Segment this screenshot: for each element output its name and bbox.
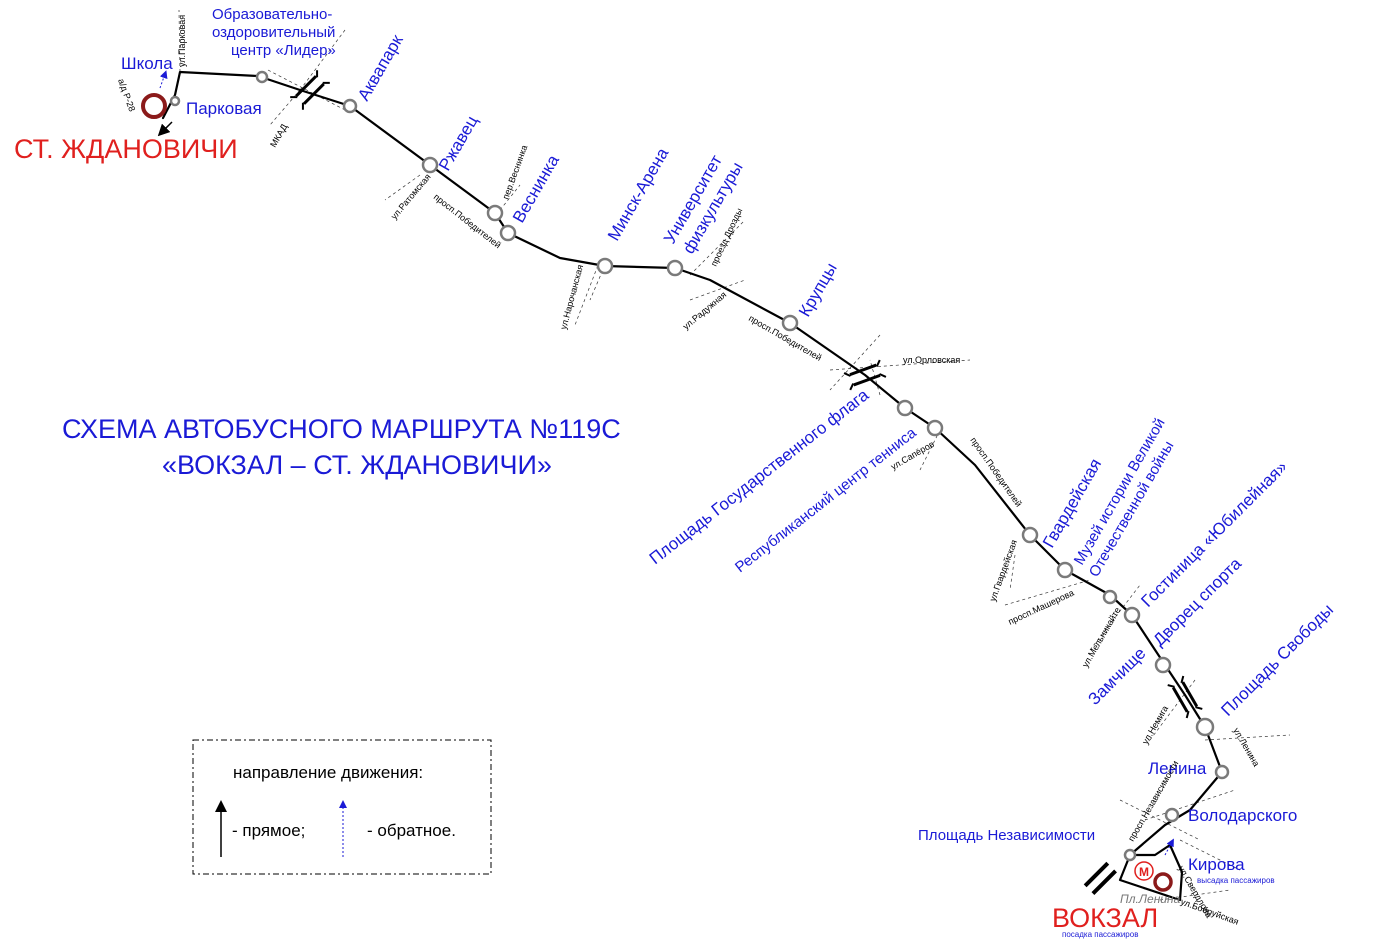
stop-lider <box>255 70 269 84</box>
map-title-line1: СХЕМА АВТОБУСНОГО МАРШРУТА №119С <box>62 414 621 444</box>
stop-lenina <box>1214 764 1230 780</box>
kirova-alighting-label: высадка пассажиров <box>1197 876 1275 885</box>
stop-gvardeyskaya <box>1021 526 1039 544</box>
arrow-backward-zhd <box>159 70 168 89</box>
street-nemiga: ул.Немига <box>1140 704 1170 746</box>
vokzal-boarding-label: посадка пассажиров <box>1062 930 1138 939</box>
stop-minsk-arena <box>596 257 614 275</box>
metro-letter: М <box>1139 865 1149 879</box>
stop-pl-nezavisimosti <box>1123 848 1137 862</box>
arrow-forward-zhd <box>157 121 173 137</box>
stop-univer <box>666 259 684 277</box>
metro-icon: М <box>1134 861 1154 881</box>
stop-pl-svobody <box>1195 717 1215 737</box>
label-lider-3: центр «Лидер» <box>231 42 336 59</box>
label-parkovaya: Парковая <box>186 99 262 118</box>
stop-muzey <box>1056 561 1074 579</box>
label-shkola: Школа <box>121 54 173 73</box>
stop-vesninka-2 <box>499 224 517 242</box>
label-lider-2: оздоровительный <box>212 24 335 41</box>
label-minsk-arena: Минск-Арена <box>604 144 673 244</box>
label-lenina: Ленина <box>1148 759 1207 778</box>
route-line <box>161 70 1224 902</box>
stop-gos-flag <box>896 399 914 417</box>
label-volodarskogo: Володарского <box>1188 806 1297 825</box>
terminal-vokzal-label: ВОКЗАЛ <box>1052 903 1158 933</box>
street-ratomskaya: ул.Ратомская <box>389 172 433 222</box>
interchange-orlovskaya-icon <box>843 359 887 391</box>
label-lider-1: Образовательно- <box>212 6 332 23</box>
label-pl-nezavisimosti: Площадь Независимости <box>918 827 1095 844</box>
legend-backward: - обратное. <box>367 821 456 840</box>
street-melnikayte: ул.Мельникайте <box>1080 606 1122 669</box>
stop-akvapark <box>342 98 358 114</box>
label-kirova: Кирова <box>1188 855 1245 874</box>
legend: направление движения: - прямое; - обратн… <box>192 739 492 875</box>
map-title-line2: «ВОКЗАЛ – СТ. ЖДАНОВИЧИ» <box>162 450 552 480</box>
stop-dvorec <box>1123 606 1141 624</box>
label-pl-svobody: Площадь Свободы <box>1217 600 1337 720</box>
terminal-zhdanovichi-label: СТ. ЖДАНОВИЧИ <box>14 134 238 164</box>
legend-box <box>192 739 492 875</box>
stop-krupcy <box>781 314 799 332</box>
street-masherova: просп.Машерова <box>1007 588 1076 627</box>
legend-forward: - прямое; <box>232 821 305 840</box>
label-krupcy: Крупцы <box>795 260 841 320</box>
label-tennis: Республиканский центр тенниса <box>732 424 920 576</box>
street-parkovaya: ул.Парковая <box>177 15 187 67</box>
terminal-vokzal-icon <box>1153 872 1173 892</box>
street-raduzhnaya: ул.Радужная <box>681 289 728 331</box>
street-bobruyskaya: ул.Бобруйская <box>1179 896 1240 926</box>
label-rzhavets: Ржавец <box>435 112 482 174</box>
street-gvardeyskaya: ул.Гвардейская <box>987 538 1019 602</box>
terminal-zhdanovichi-icon <box>141 93 167 119</box>
stop-vesninka-1 <box>486 204 504 222</box>
street-lenina: ул.Ленина <box>1231 726 1261 768</box>
street-pl-lenina: Пл.Ленина <box>1120 892 1181 906</box>
label-dvorec: Дворец спорта <box>1149 554 1245 650</box>
stop-gostinica <box>1102 589 1118 605</box>
stop-parkovaya <box>169 95 181 107</box>
stop-volodarskogo <box>1164 807 1180 823</box>
interchange-nemiga-icon <box>1167 675 1203 719</box>
arrow-backward-center <box>1164 838 1174 856</box>
street-pobediteley-3: просп.Победителей <box>968 435 1023 508</box>
street-narochanskaya: ул.Нарочанская <box>558 264 585 331</box>
label-akvapark: Аквапарк <box>354 31 407 104</box>
interchange-vokzal-icon <box>1083 861 1117 895</box>
street-pobediteley-1: просп.Победителей <box>432 192 503 251</box>
street-p28: а/д Р-28 <box>116 77 137 113</box>
street-orlovskaya: ул.Орловская <box>903 355 960 365</box>
interchange-mkad-icon <box>290 70 330 110</box>
stop-rzhavets <box>421 156 439 174</box>
stops <box>169 70 1230 862</box>
legend-heading: направление движения: <box>233 763 423 782</box>
street-mkad: МКАД <box>268 122 289 149</box>
stop-tennis <box>926 419 944 437</box>
stop-zamchische <box>1154 656 1172 674</box>
